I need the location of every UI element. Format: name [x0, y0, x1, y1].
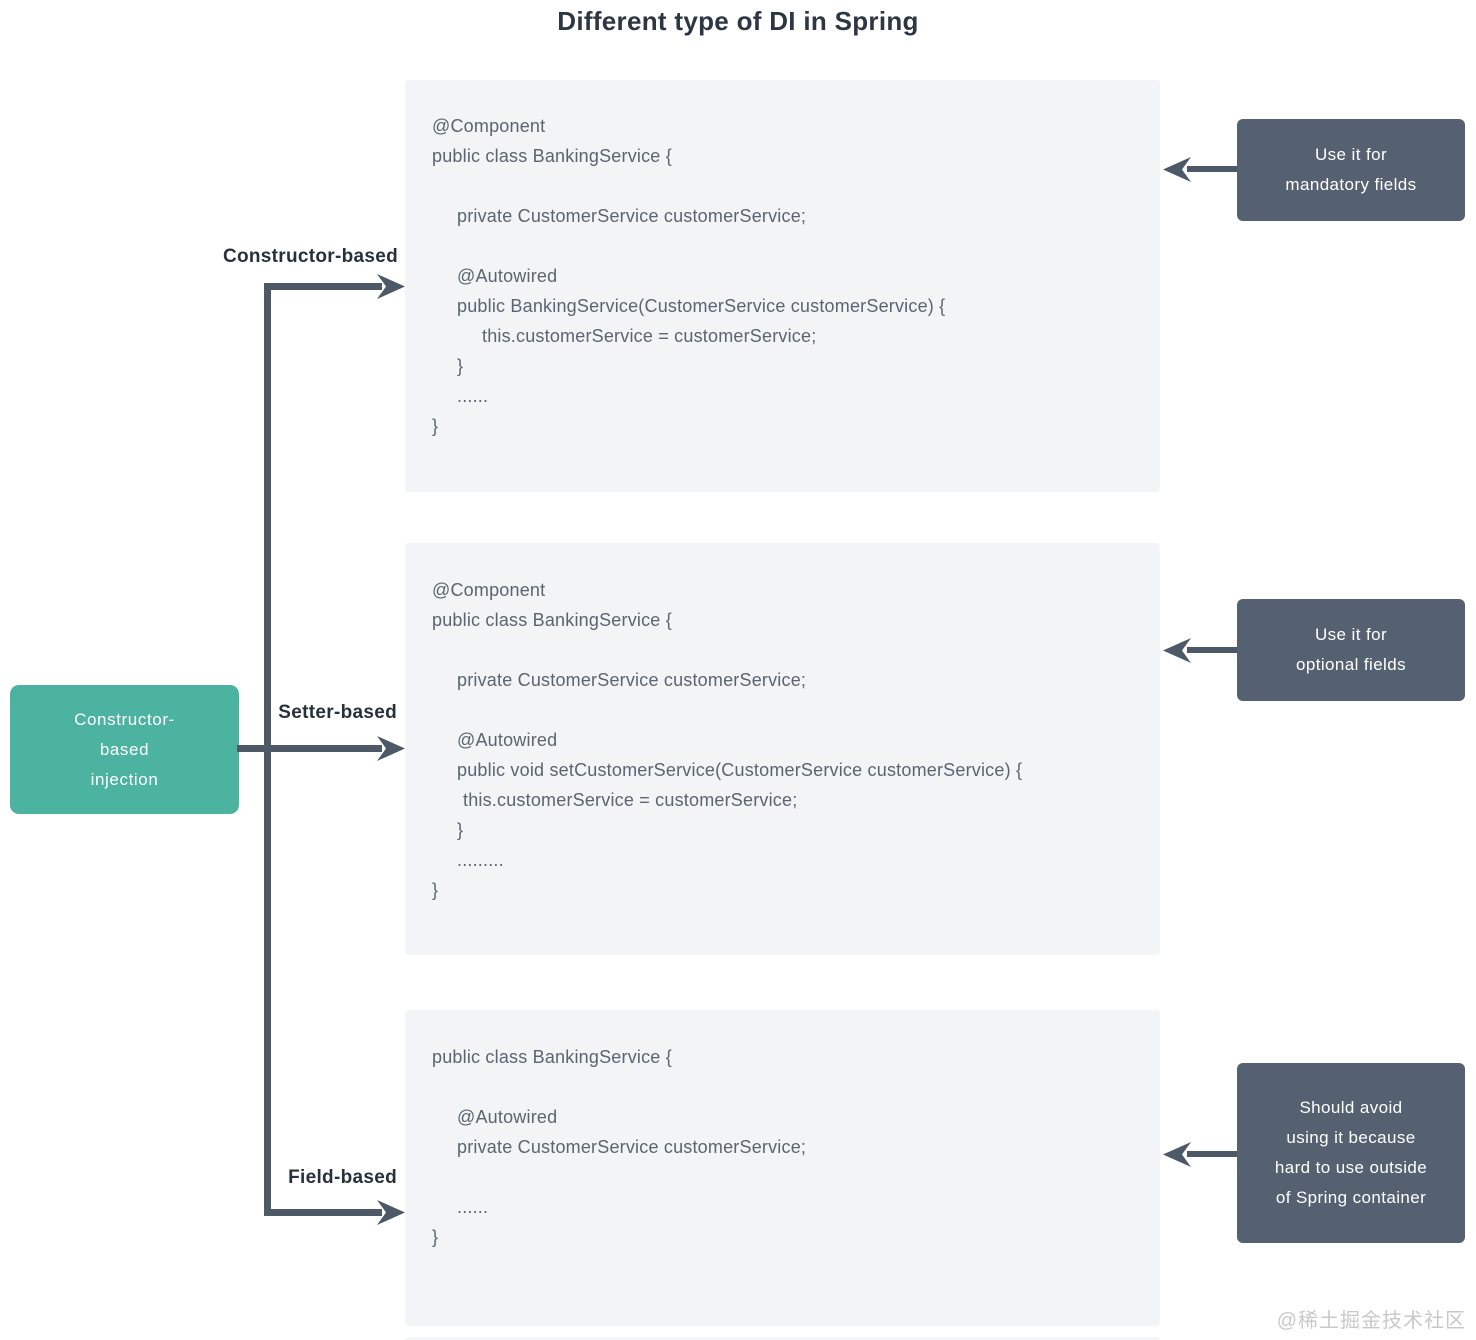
annotation-connector — [1187, 1151, 1237, 1157]
code-line: @Autowired — [457, 730, 558, 750]
code-line: public void setCustomerService(CustomerS… — [457, 760, 1023, 780]
connector-to-setter-block — [237, 745, 382, 752]
code-line: } — [457, 356, 464, 376]
annotation-line: Use it for — [1314, 625, 1388, 644]
code-block-cutoff — [405, 1337, 1160, 1340]
annotation-line: hard to use outside — [1274, 1158, 1428, 1177]
code-line: } — [432, 880, 439, 900]
code-line: this.customerService = customerService; — [463, 790, 798, 810]
arrowhead-left-icon — [1163, 155, 1191, 184]
page-title: Different type of DI in Spring — [557, 6, 919, 36]
arrowhead-right-icon — [377, 1198, 405, 1227]
branch-label-setter-based: Setter-based — [278, 702, 397, 723]
code-line: ...... — [457, 386, 489, 406]
code-line: private CustomerService customerService; — [457, 670, 807, 690]
annotation-should-avoid: Should avoid using it because hard to us… — [1237, 1063, 1465, 1243]
code-block-field: public class BankingService { @Autowired… — [405, 1010, 1160, 1326]
annotation-line: Should avoid — [1299, 1098, 1403, 1117]
annotation-line: mandatory fields — [1285, 175, 1417, 194]
code-block-constructor: @Component public class BankingService {… — [405, 80, 1160, 492]
annotation-line: of Spring container — [1275, 1188, 1427, 1207]
root-node-line: Constructor- — [74, 709, 175, 729]
code-line: public BankingService(CustomerService cu… — [457, 296, 946, 316]
root-node-constructor-based-injection: Constructor- based injection — [10, 685, 239, 814]
code-line: } — [432, 416, 439, 436]
code-line: this.customerService = customerService; — [482, 326, 817, 346]
arrowhead-right-icon — [377, 734, 405, 763]
code-line: @Autowired — [457, 1107, 558, 1127]
annotation-connector — [1187, 166, 1237, 172]
root-node-line: based — [99, 739, 150, 759]
code-line: } — [457, 820, 464, 840]
code-line: public class BankingService { — [432, 146, 672, 166]
watermark: @稀土掘金技术社区 — [1276, 1310, 1466, 1332]
code-line: public class BankingService { — [432, 1047, 672, 1067]
connector-to-constructor-block — [264, 283, 382, 290]
arrowhead-right-icon — [377, 272, 405, 301]
code-block-setter: @Component public class BankingService {… — [405, 543, 1160, 955]
code-line: public class BankingService { — [432, 610, 672, 630]
root-node-line: injection — [90, 769, 159, 789]
annotation-connector — [1187, 647, 1237, 653]
code-line: private CustomerService customerService; — [457, 206, 807, 226]
annotation-line: optional fields — [1296, 655, 1406, 674]
code-line: ......... — [457, 850, 504, 870]
code-line: } — [432, 1227, 439, 1247]
connector-to-field-block — [264, 1209, 382, 1216]
code-line: @Component — [432, 580, 546, 600]
branch-label-constructor-based: Constructor-based — [222, 246, 398, 267]
code-line: @Component — [432, 116, 546, 136]
branch-label-field-based: Field-based — [288, 1167, 397, 1188]
annotation-line: using it because — [1286, 1128, 1416, 1147]
arrowhead-left-icon — [1163, 1140, 1191, 1169]
arrowhead-left-icon — [1163, 636, 1191, 665]
annotation-optional-fields: Use it for optional fields — [1237, 599, 1465, 701]
code-line: ...... — [457, 1197, 489, 1217]
code-line: private CustomerService customerService; — [457, 1137, 807, 1157]
code-line: @Autowired — [457, 266, 558, 286]
annotation-mandatory-fields: Use it for mandatory fields — [1237, 119, 1465, 221]
annotation-line: Use it for — [1314, 145, 1388, 164]
